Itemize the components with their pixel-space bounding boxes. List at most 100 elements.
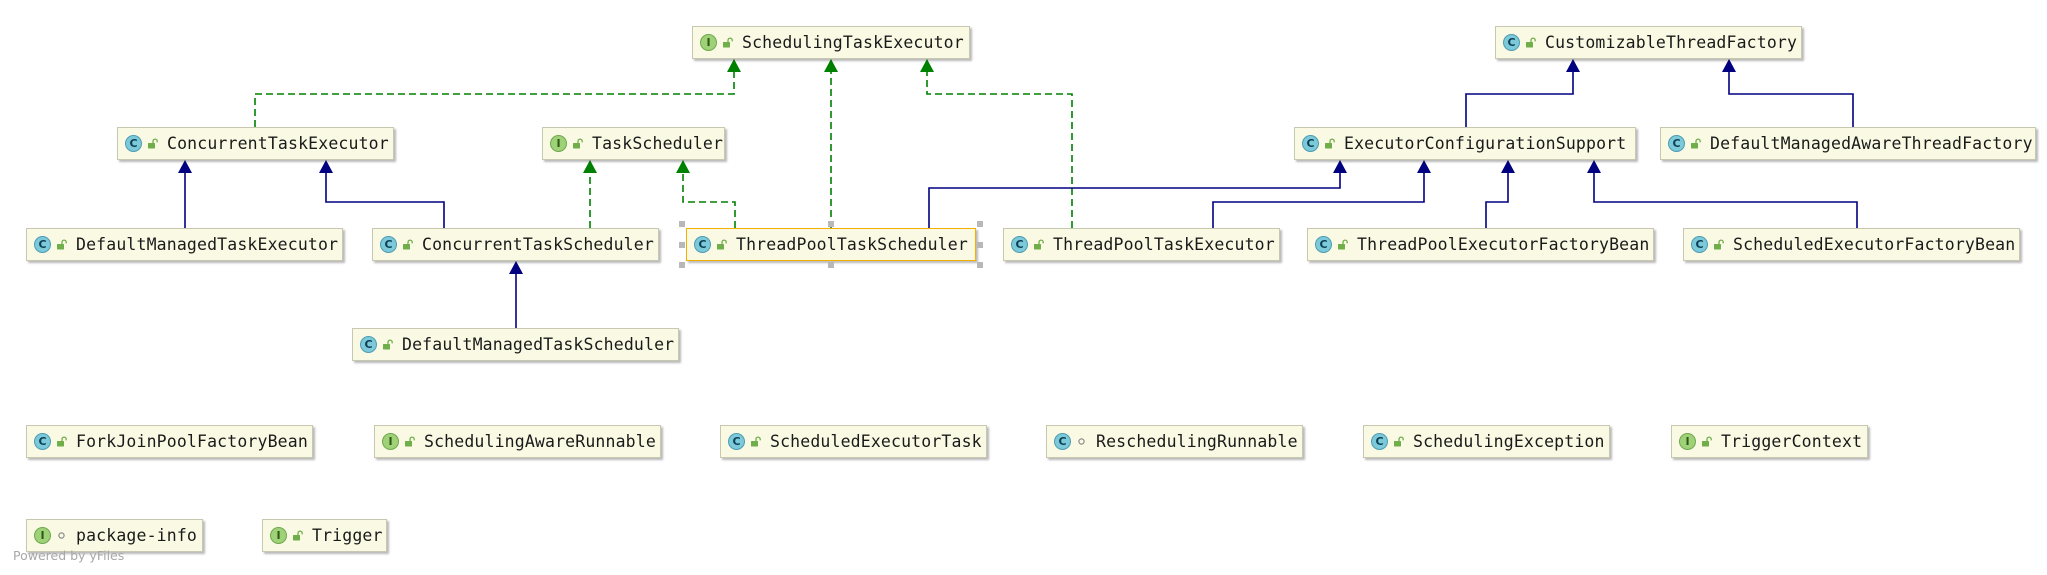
realization-edge-thread-pool-task-executor-to-scheduling-task-executor[interactable] [920,59,1073,228]
arrowhead [727,59,741,72]
selection-resize-handle[interactable] [828,262,834,268]
class-c-icon: C [1691,236,1708,253]
class-node-label: ScheduledExecutorFactoryBean [1733,235,2016,254]
class-c-icon: C [1503,34,1520,51]
unlock-icon [1702,436,1712,447]
unlock-icon [573,138,583,149]
arrowhead [1722,59,1736,72]
arrowhead [920,59,934,72]
class-c-icon: C [360,336,377,353]
arrowhead [1587,160,1601,173]
inheritance-edge-thread-pool-executor-factory-bean-to-executor-configuration-support[interactable] [1485,160,1515,228]
inheritance-edge-thread-pool-task-scheduler-to-executor-configuration-support[interactable] [928,160,1347,228]
class-c-icon: C [694,236,711,253]
class-node-default-managed-task-scheduler[interactable]: C DefaultManagedTaskScheduler [352,328,679,361]
realization-edge-concurrent-task-executor-to-scheduling-task-executor[interactable] [254,59,741,127]
arrowhead [1566,59,1580,72]
class-node-scheduled-executor-factory-bean[interactable]: C ScheduledExecutorFactoryBean [1683,228,2020,261]
class-node-concurrent-task-scheduler[interactable]: C ConcurrentTaskScheduler [372,228,659,261]
class-node-label: DefaultManagedTaskExecutor [76,235,339,254]
selection-resize-handle[interactable] [977,241,983,248]
class-node-label: ScheduledExecutorTask [770,432,982,451]
class-node-trigger[interactable]: I Trigger [262,519,387,552]
selection-resize-handle[interactable] [828,221,834,227]
class-node-scheduled-executor-task[interactable]: C ScheduledExecutorTask [720,425,987,458]
class-node-label: SchedulingException [1413,432,1605,451]
interface-i-icon: I [550,135,567,152]
selection-resize-handle[interactable] [977,221,983,227]
realization-edge-concurrent-task-scheduler-to-task-scheduler[interactable] [583,160,597,228]
class-node-thread-pool-task-executor[interactable]: C ThreadPoolTaskExecutor [1003,228,1280,261]
unlock-icon [1034,239,1044,250]
selection-resize-handle[interactable] [977,262,983,268]
class-c-icon: C [125,135,142,152]
class-node-label: DefaultManagedTaskScheduler [402,335,675,354]
class-node-label: ThreadPoolTaskExecutor [1053,235,1275,254]
class-c-icon: C [34,433,51,450]
class-node-label: Trigger [312,526,383,545]
unlock-icon [1325,138,1335,149]
class-node-concurrent-task-executor[interactable]: C ConcurrentTaskExecutor [117,127,394,160]
inheritance-edge-executor-configuration-support-to-customizable-thread-factory[interactable] [1465,59,1580,127]
selection-resize-handle[interactable] [679,262,685,268]
dot-icon [1078,438,1085,445]
class-c-icon: C [1011,236,1028,253]
class-c-icon: C [1668,135,1685,152]
unlock-icon [1691,138,1701,149]
class-node-label: ConcurrentTaskScheduler [422,235,654,254]
arrowhead [319,160,333,173]
inheritance-edge-default-managed-aware-thread-factory-to-customizable-thread-factory[interactable] [1722,59,1854,127]
arrowhead [509,261,523,274]
class-node-label: ExecutorConfigurationSupport [1344,134,1627,153]
unlock-icon [57,239,67,250]
interface-i-icon: I [270,527,287,544]
unlock-icon [293,530,303,541]
unlock-icon [1338,239,1348,250]
class-node-label: ConcurrentTaskExecutor [167,134,389,153]
unlock-icon [1714,239,1724,250]
unlock-icon [405,436,415,447]
class-node-label: TriggerContext [1721,432,1863,451]
powered-by-credit: Powered by yFiles [13,548,125,563]
class-c-icon: C [1315,236,1332,253]
unlock-icon [403,239,413,250]
arrowhead [583,160,597,173]
arrowhead [1417,160,1431,173]
unlock-icon [751,436,761,447]
class-node-label: package-info [76,526,198,545]
unlock-icon [1526,37,1536,48]
selection-resize-handle[interactable] [679,241,685,248]
class-c-icon: C [380,236,397,253]
arrowhead [824,59,838,72]
inheritance-edge-scheduled-executor-factory-bean-to-executor-configuration-support[interactable] [1587,160,1858,228]
unlock-icon [148,138,158,149]
dot-icon [58,532,65,539]
realization-edge-thread-pool-task-scheduler-to-task-scheduler[interactable] [676,160,736,228]
inheritance-edge-thread-pool-task-executor-to-executor-configuration-support[interactable] [1212,160,1431,228]
inheritance-edge-concurrent-task-scheduler-to-concurrent-task-executor[interactable] [319,160,445,228]
inheritance-edge-default-managed-task-executor-to-concurrent-task-executor[interactable] [178,160,192,228]
inheritance-edge-default-managed-task-scheduler-to-concurrent-task-scheduler[interactable] [509,261,523,328]
class-node-label: ReschedulingRunnable [1096,432,1298,451]
arrowhead [1333,160,1347,173]
selection-resize-handle[interactable] [679,221,685,227]
unlock-icon [723,37,733,48]
realization-edge-thread-pool-task-scheduler-to-scheduling-task-executor[interactable] [824,59,838,228]
class-c-icon: C [728,433,745,450]
